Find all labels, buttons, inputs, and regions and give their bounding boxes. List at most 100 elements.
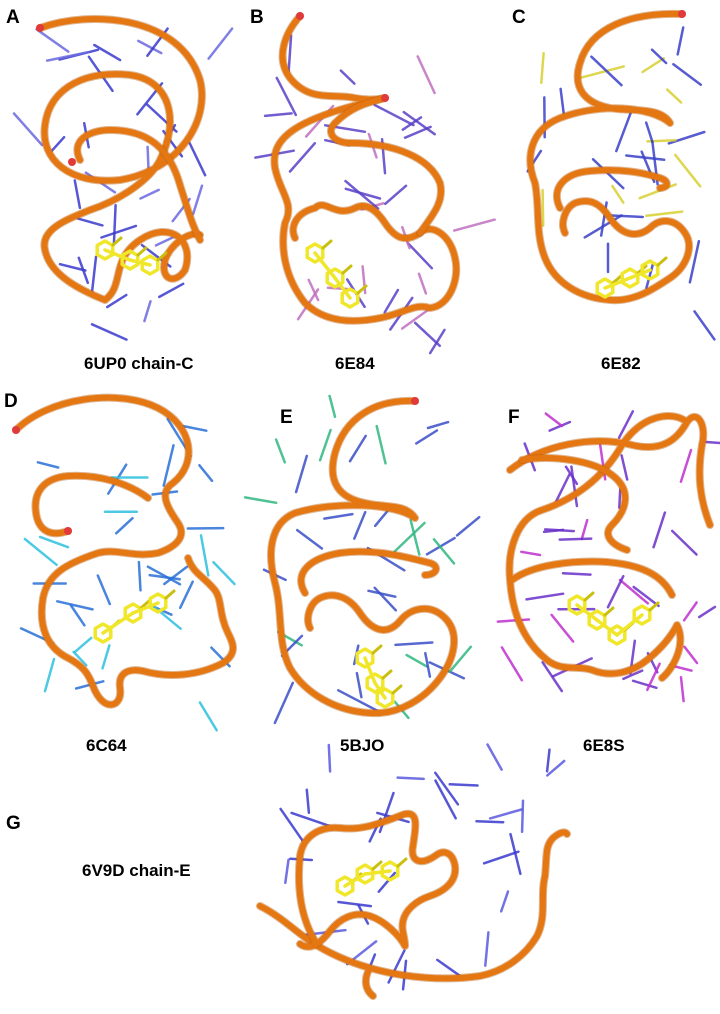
nucleotide-base — [355, 671, 363, 699]
nucleotide-base — [448, 783, 479, 787]
nucleotide-base — [90, 255, 98, 298]
nucleotide-base — [100, 224, 138, 239]
nucleotide-base — [631, 679, 658, 690]
rna-backbone-a — [37, 16, 205, 303]
nucleotide-base — [632, 585, 660, 608]
nucleotide-base — [137, 560, 142, 592]
ligand-bond — [128, 258, 152, 267]
nucleotide-base — [553, 473, 571, 507]
ligand-bond — [595, 618, 619, 637]
nucleotide-base — [72, 650, 88, 667]
nucleotide-base — [35, 28, 70, 53]
nucleotide-base — [484, 931, 490, 967]
nucleotide-base — [367, 589, 397, 598]
nucleotide-base — [158, 282, 185, 299]
nucleotide-base — [279, 807, 306, 845]
nucleotide-base — [344, 179, 380, 210]
nucleotide-base — [337, 689, 379, 712]
rna-backbone-f-inner — [519, 455, 630, 553]
nucleotide-base — [561, 571, 592, 576]
ligand-substituent — [139, 599, 151, 610]
panel-label-c: 6E82 — [601, 354, 641, 373]
rna-backbone-e-mid — [298, 548, 439, 596]
nucleotide-base — [112, 203, 117, 246]
nucleotide-base — [482, 850, 520, 865]
nucleotide-base — [548, 420, 572, 432]
rna-structure-5bjo — [243, 394, 481, 725]
nucleotide-base — [146, 565, 182, 586]
rna-backbone-g-top — [295, 810, 459, 950]
nucleotide-base — [90, 323, 128, 341]
nucleotide-base — [570, 465, 579, 508]
nucleotide-base — [307, 278, 320, 302]
nucleotide-base — [36, 461, 60, 469]
nucleotide-base — [452, 218, 496, 232]
rna-backbone-c — [527, 10, 692, 304]
nucleotide-base — [413, 321, 442, 348]
nucleotide-base — [93, 43, 122, 62]
nucleotide-base — [318, 428, 332, 462]
nucleotide-base — [212, 560, 236, 586]
nucleotide-base — [373, 586, 398, 612]
nucleotide-base — [139, 188, 160, 200]
rna-structure-6up0 — [12, 15, 234, 341]
ligand-bond — [313, 251, 337, 280]
ligand-substituent — [656, 256, 668, 267]
chain-terminus-e1 — [411, 397, 419, 405]
nucleotide-base — [679, 675, 685, 703]
nucleotide-base — [105, 293, 128, 309]
nucleotide-base — [295, 528, 324, 550]
nucleotide-base — [273, 681, 295, 725]
nucleotide-base — [545, 748, 551, 773]
ligand-bond — [363, 656, 377, 685]
nucleotide-base — [558, 537, 593, 541]
nucleotide-base — [625, 154, 666, 162]
panel-label-a: 6UP0 chain-C — [84, 354, 194, 373]
ligand-d — [93, 589, 176, 644]
nucleotide-base — [417, 272, 428, 295]
nucleotide-base — [328, 394, 337, 419]
nucleotide-base — [672, 63, 703, 86]
nucleotide-base — [373, 103, 415, 127]
ligand-substituent — [381, 669, 393, 680]
nucleotide-base — [644, 121, 654, 144]
panel-letter-f: F — [508, 407, 520, 428]
ligand-bond — [628, 268, 652, 280]
nucleotide-base — [428, 328, 446, 355]
nucleotide-base — [486, 743, 503, 771]
nucleotide-base — [274, 438, 287, 464]
nucleotide-base — [373, 508, 390, 528]
rna-backbone-g — [257, 829, 570, 999]
nucleotide-base — [424, 651, 432, 678]
panel-label-b: 6E84 — [335, 354, 375, 373]
ligand-substituent — [371, 860, 383, 871]
nucleotide-base — [559, 87, 565, 115]
panel-letter-a: A — [6, 7, 20, 28]
ligand-substituent — [648, 601, 660, 612]
nucleotide-base — [101, 644, 111, 670]
nucleotide-base — [434, 779, 457, 820]
nucleotide-base — [73, 179, 82, 210]
nucleotide-base — [645, 210, 684, 218]
panel-letter-c: C — [512, 7, 526, 28]
nucleotide-base — [617, 410, 635, 439]
rna-structure-6e8s — [496, 410, 720, 703]
nucleotide-base — [243, 496, 278, 505]
rna-backbone-e — [268, 397, 458, 717]
ligand-substituent — [111, 236, 123, 247]
nucleotide-base — [432, 538, 456, 565]
nucleotide-base — [434, 771, 460, 806]
nucleotide-base — [520, 799, 525, 834]
nucleotide-base — [337, 900, 373, 908]
ligand-substituent — [341, 264, 353, 275]
nucleotide-base — [405, 653, 428, 668]
nucleotide-bases-c — [526, 26, 716, 341]
rna-structure-6v9d — [256, 743, 571, 1000]
ligand-bond — [363, 869, 392, 876]
nucleotide-base — [348, 434, 367, 463]
rna-backbone-a-loop — [74, 127, 203, 243]
ligand-substituent — [356, 284, 368, 295]
nucleotide-base — [611, 184, 625, 204]
nucleotide-base — [645, 263, 655, 290]
nucleotide-base — [288, 142, 317, 173]
